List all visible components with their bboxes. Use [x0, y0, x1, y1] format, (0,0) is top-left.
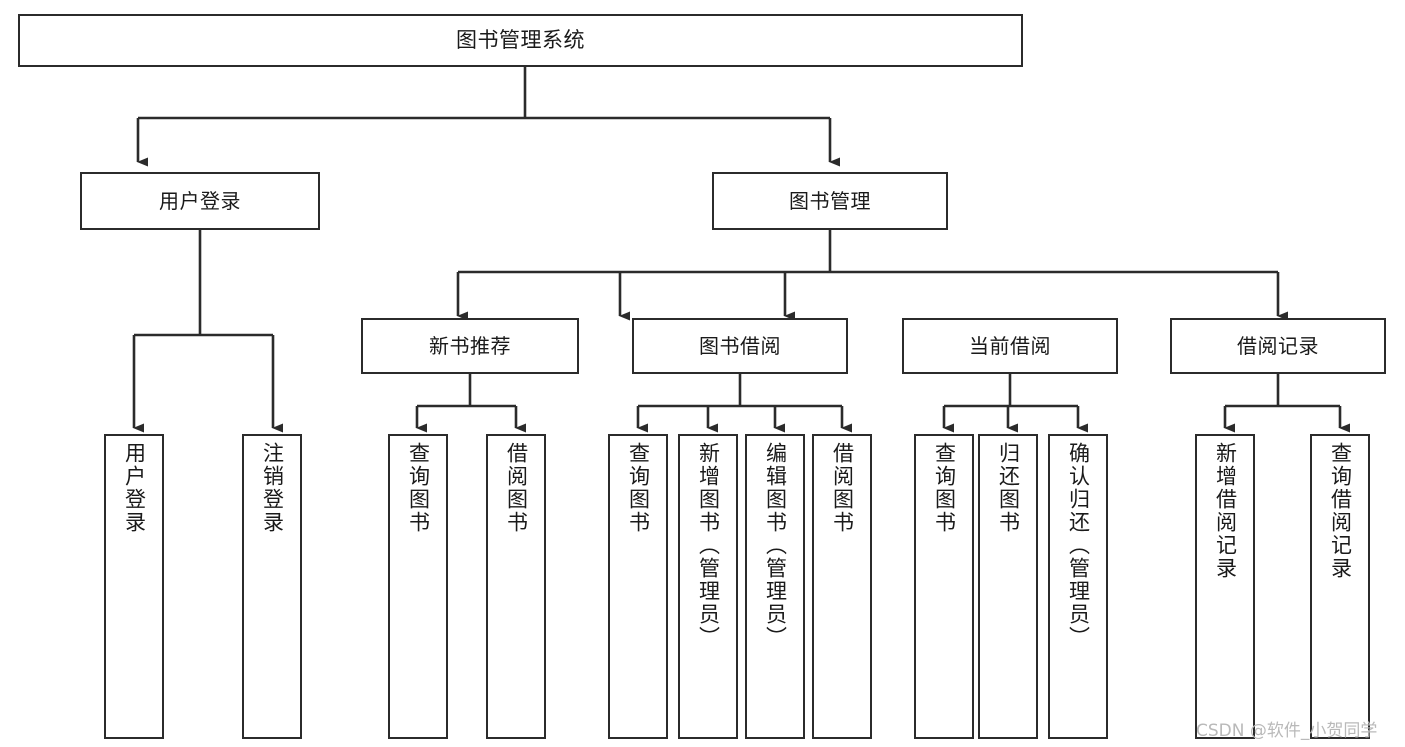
node-new-book-recommend[interactable]: 新书推荐 [361, 318, 579, 374]
node-borrow-record-label: 借阅记录 [1237, 333, 1319, 358]
leaf-query-book-current[interactable]: 查询图书 [914, 434, 974, 739]
leaf-query-book-recommend[interactable]: 查询图书 [388, 434, 448, 739]
leaf-user-login-label: 用户登录 [122, 442, 147, 534]
leaf-edit-book-admin-label: 编辑图书（管理员） [763, 442, 788, 649]
node-root[interactable]: 图书管理系统 [18, 14, 1023, 67]
node-borrow-record[interactable]: 借阅记录 [1170, 318, 1386, 374]
leaf-user-login[interactable]: 用户登录 [104, 434, 164, 739]
leaf-query-borrow-record-label: 查询借阅记录 [1328, 442, 1353, 580]
leaf-add-book-admin-label: 新增图书（管理员） [696, 442, 721, 649]
node-current-borrow[interactable]: 当前借阅 [902, 318, 1118, 374]
node-user-login-label: 用户登录 [159, 188, 241, 213]
leaf-logout-label: 注销登录 [260, 442, 285, 534]
node-book-borrow-label: 图书借阅 [699, 333, 781, 358]
leaf-add-borrow-record[interactable]: 新增借阅记录 [1195, 434, 1255, 739]
node-new-book-recommend-label: 新书推荐 [429, 333, 511, 358]
leaf-borrow-book-recommend-label: 借阅图书 [504, 442, 529, 534]
leaf-confirm-return-admin-label: 确认归还（管理员） [1066, 442, 1091, 649]
leaf-borrow-book-recommend[interactable]: 借阅图书 [486, 434, 546, 739]
leaf-add-borrow-record-label: 新增借阅记录 [1213, 442, 1238, 580]
node-book-borrow[interactable]: 图书借阅 [632, 318, 848, 374]
leaf-query-book-borrow[interactable]: 查询图书 [608, 434, 668, 739]
node-current-borrow-label: 当前借阅 [969, 333, 1051, 358]
leaf-logout[interactable]: 注销登录 [242, 434, 302, 739]
leaf-borrow-book[interactable]: 借阅图书 [812, 434, 872, 739]
node-book-management[interactable]: 图书管理 [712, 172, 948, 230]
leaf-add-book-admin[interactable]: 新增图书（管理员） [678, 434, 738, 739]
leaf-confirm-return-admin[interactable]: 确认归还（管理员） [1048, 434, 1108, 739]
leaf-return-book[interactable]: 归还图书 [978, 434, 1038, 739]
node-root-label: 图书管理系统 [456, 27, 585, 52]
leaf-query-book-current-label: 查询图书 [932, 442, 957, 534]
watermark: CSDN @软件_小贺同学 [1196, 721, 1378, 741]
node-user-login[interactable]: 用户登录 [80, 172, 320, 230]
leaf-return-book-label: 归还图书 [996, 442, 1021, 534]
leaf-borrow-book-label: 借阅图书 [830, 442, 855, 534]
leaf-query-book-recommend-label: 查询图书 [406, 442, 431, 534]
leaf-query-borrow-record[interactable]: 查询借阅记录 [1310, 434, 1370, 739]
leaf-edit-book-admin[interactable]: 编辑图书（管理员） [745, 434, 805, 739]
node-book-management-label: 图书管理 [789, 188, 871, 213]
leaf-query-book-borrow-label: 查询图书 [626, 442, 651, 534]
